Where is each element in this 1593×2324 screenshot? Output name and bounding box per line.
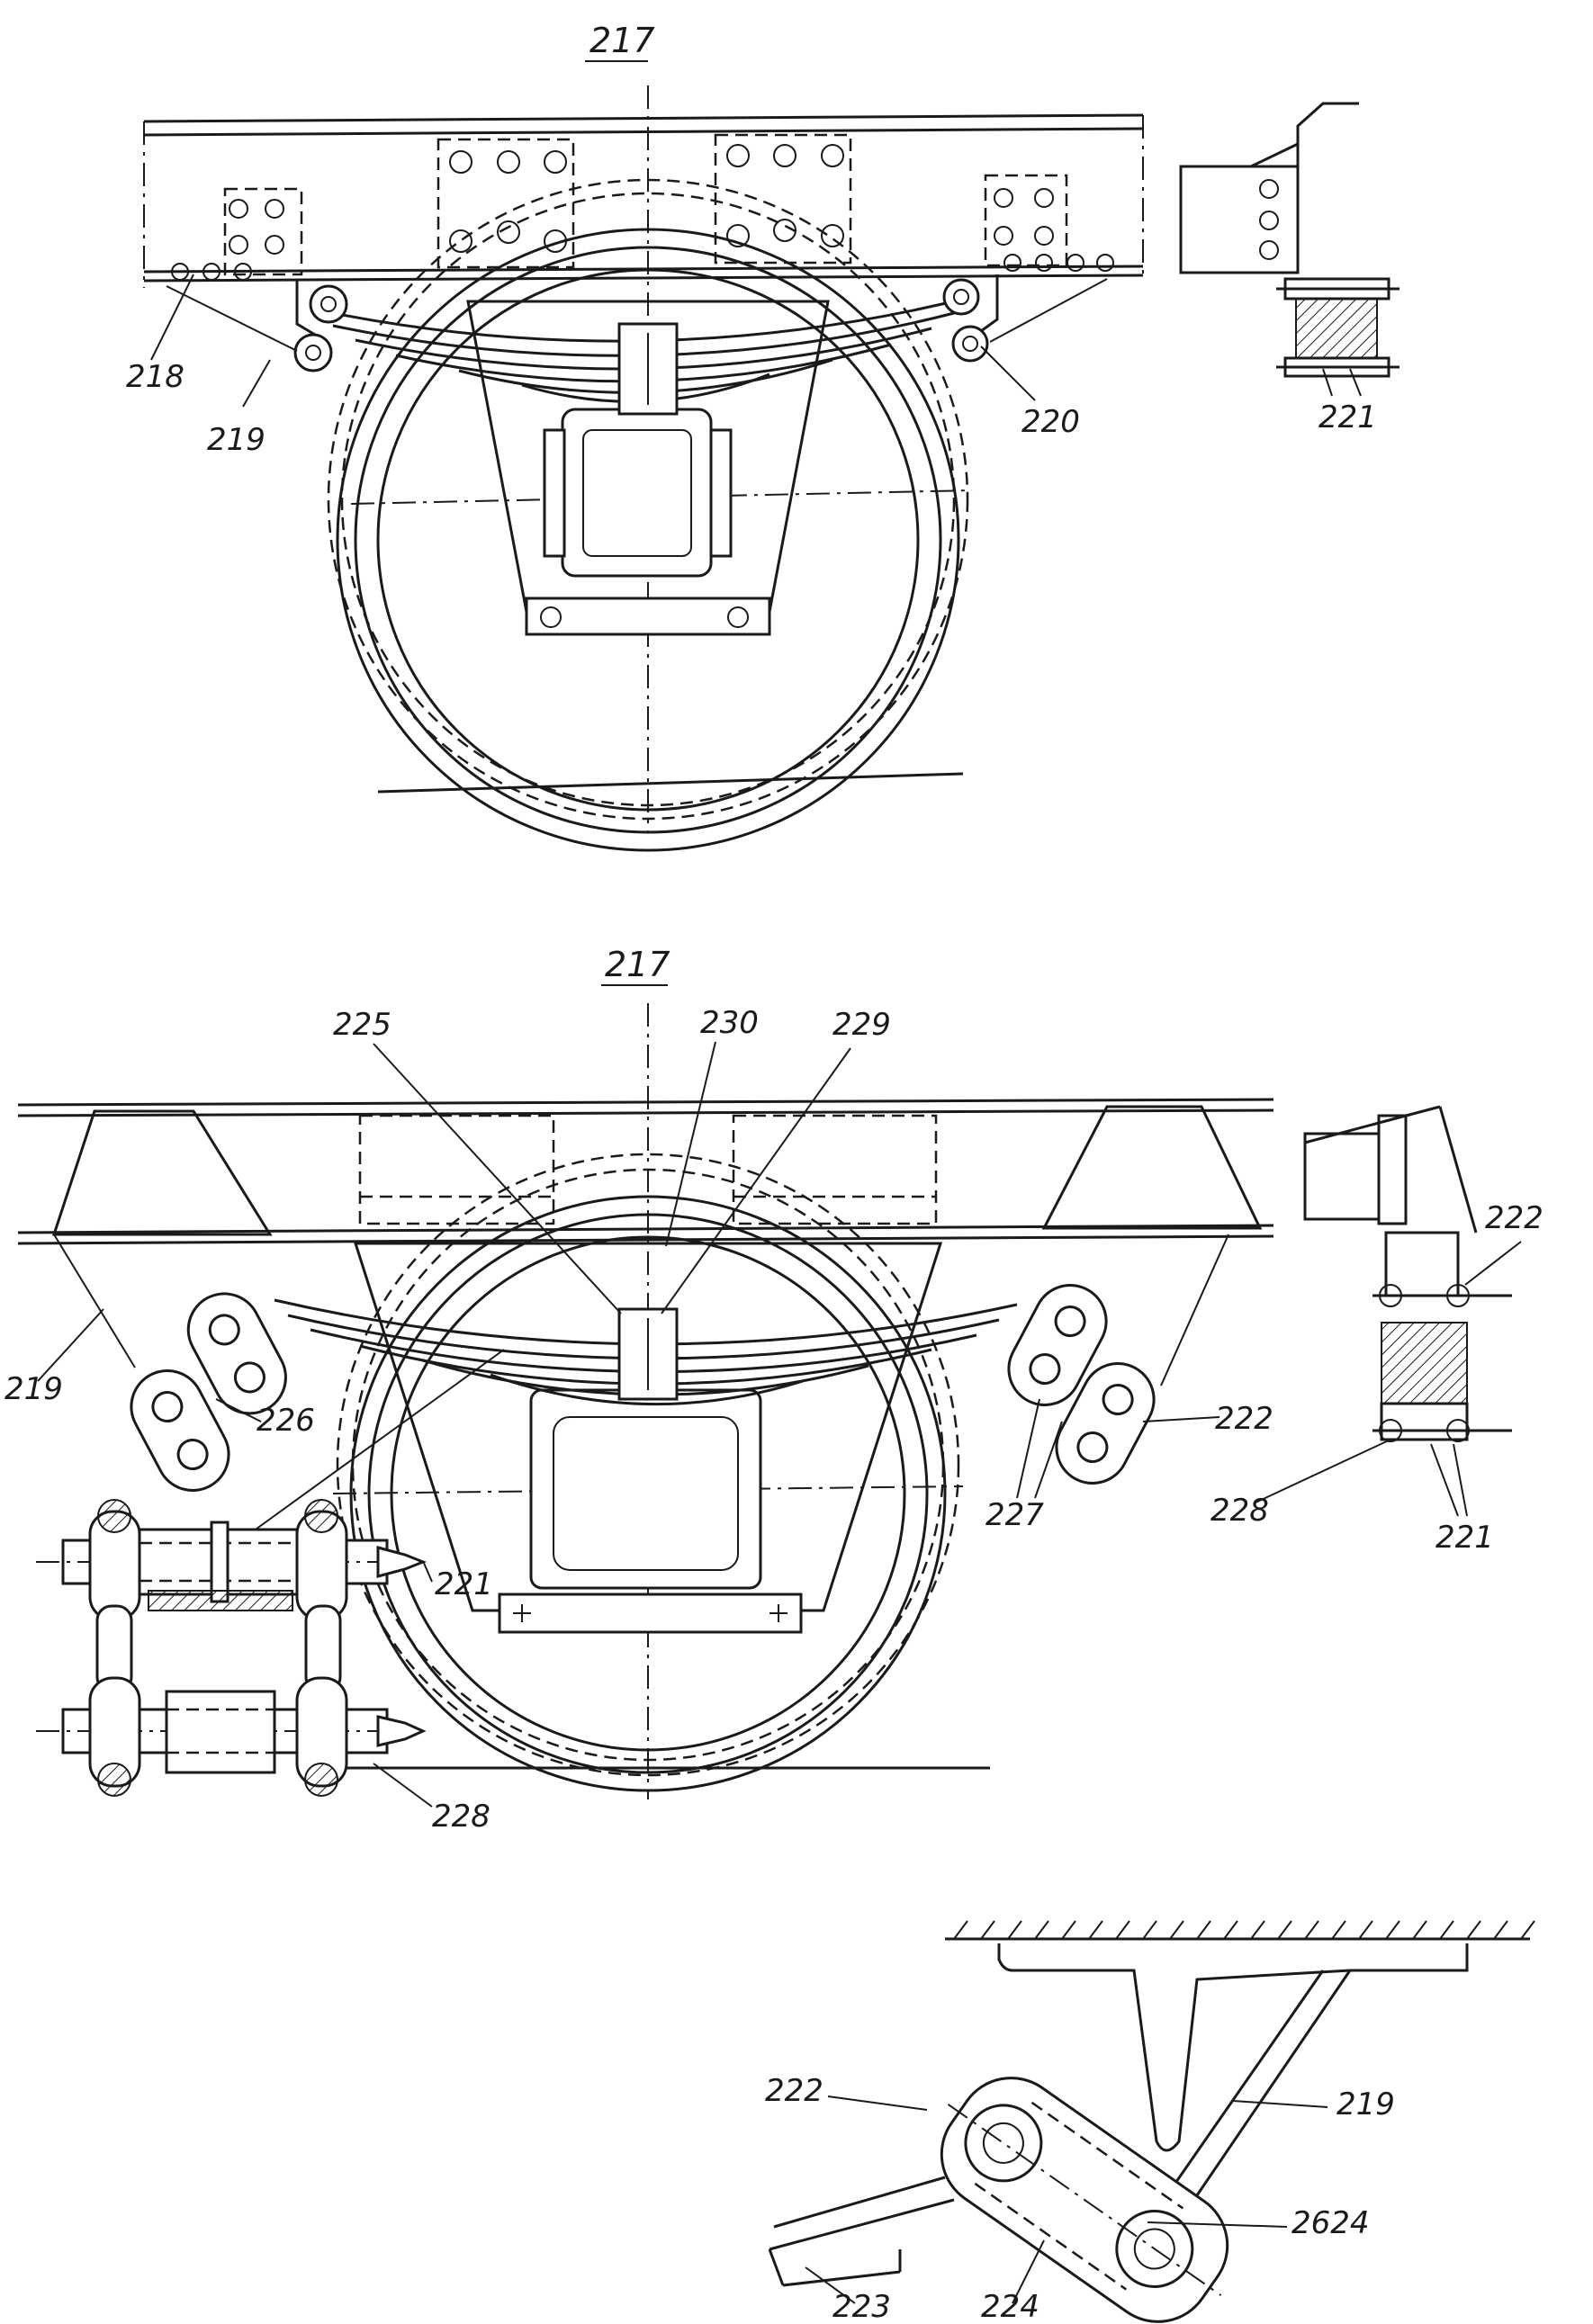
label-219: 219 — [4, 1371, 63, 1407]
label-221: 221 — [1318, 399, 1377, 435]
label-224: 224 — [981, 2289, 1040, 2324]
label-218: 218 — [126, 359, 184, 395]
label-228: 228 — [1210, 1493, 1269, 1529]
label-222-right-section: 222 — [1485, 1200, 1544, 1236]
figure-1-title: 217 — [590, 21, 655, 60]
figure-2-title: 217 — [605, 945, 670, 984]
label-229: 229 — [832, 1007, 891, 1043]
label-230: 230 — [700, 1005, 759, 1041]
label-221: 221 — [435, 1566, 493, 1602]
detail-shackle-view: 221 228 — [36, 1499, 493, 1835]
label-225: 225 — [333, 1007, 392, 1043]
figure-1-side-view: 217 — [126, 21, 1400, 852]
label-219: 219 — [1336, 2086, 1395, 2122]
label-220: 220 — [1022, 404, 1080, 440]
label-223: 223 — [832, 2289, 891, 2324]
label-227: 227 — [986, 1497, 1044, 1533]
label-222: 222 — [765, 2073, 824, 2109]
label-221: 221 — [1436, 1520, 1494, 1556]
label-226: 226 — [256, 1403, 315, 1439]
figure-2-side-view: 217 — [4, 945, 1544, 1799]
label-2624: 2624 — [1292, 2205, 1370, 2241]
label-228: 228 — [432, 1799, 490, 1835]
label-219: 219 — [207, 422, 266, 458]
label-222-link: 222 — [1215, 1401, 1274, 1437]
detail-bracket-view: 219 222 2624 223 224 — [765, 1920, 1535, 2324]
